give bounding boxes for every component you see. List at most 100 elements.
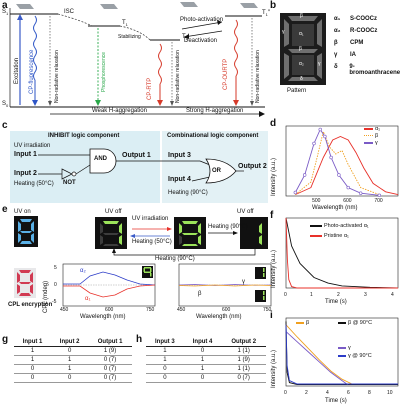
- cpl-gamma-label: γ: [242, 279, 245, 285]
- d-ylabel: Intensity (a.u.): [271, 157, 277, 196]
- series-point-2: [329, 155, 333, 160]
- cell-lower-right: γ: [318, 61, 321, 67]
- table-cell: 1 (9): [88, 346, 132, 356]
- i-xtick-6: 6: [347, 390, 350, 396]
- series-point-2: [312, 141, 316, 146]
- table-cell: 1: [51, 355, 89, 365]
- display-uv-on: [14, 216, 38, 247]
- series-point-2: [346, 185, 350, 190]
- uv-on-label: UV on: [14, 209, 31, 215]
- f-legend-swatch-photo: [310, 225, 322, 227]
- i-xtick-8: 8: [368, 390, 371, 396]
- panel-label-d: d: [270, 118, 277, 129]
- cpl2-xlabel: Wavelength (nm): [196, 314, 242, 320]
- table-cell: 1 (1): [221, 364, 266, 374]
- cell-upper-center: α₁: [299, 31, 304, 37]
- f-legend-photo: Photo-activated α₁: [310, 223, 369, 229]
- pattern-device: β γ α₁ β γ α₂ δ: [280, 13, 326, 85]
- heating90-label: Heating (90°C): [168, 190, 208, 196]
- t1-double-prime-label: T1″: [262, 10, 271, 18]
- cpl-ytick-neg5: -5: [52, 299, 57, 305]
- input3-label: Input 3: [168, 152, 191, 159]
- table-cell: 0: [14, 373, 52, 383]
- panel-label-a: a: [2, 0, 8, 11]
- non-radiative-label-1: Non-radiative relaxation: [54, 50, 60, 103]
- cpl1-xtick-450: 450: [60, 307, 69, 313]
- d-legend-swatch-beta: [364, 135, 373, 137]
- input1-label: Input 1: [14, 151, 37, 158]
- i-legend-swatch-gamma-90: [338, 355, 346, 357]
- f-xtick-3: 3: [364, 292, 367, 298]
- series-line-0: [285, 324, 354, 386]
- non-radiative-label-2: Non-radiative relaxation: [175, 50, 181, 103]
- digit-8-blue: [18, 219, 34, 244]
- table-cell: 0: [183, 373, 222, 383]
- digit-encrypted: [17, 270, 33, 296]
- column-header: Input 2: [51, 338, 89, 347]
- pattern-segments: [284, 16, 322, 81]
- phosphorescence-label: Phosphorescence: [101, 51, 107, 92]
- d-xlabel: Wavelength (nm): [312, 205, 358, 211]
- decay-chart-i: [285, 317, 399, 387]
- cpl2-xtick-600: 600: [222, 307, 231, 313]
- series-line-2: [285, 331, 348, 385]
- table-cell: 1: [146, 346, 184, 356]
- column-header: Input 1: [14, 338, 52, 347]
- inhibit-title: INHIBIT logic component: [48, 133, 120, 139]
- non-radiative-label-3: Non-radiative relaxation: [255, 50, 261, 103]
- uv-irradiation-arrow-label: UV irradiation: [132, 216, 169, 222]
- or-gate-label: OR: [212, 168, 221, 174]
- i-ylabel: Intensity (a.u.): [271, 349, 277, 388]
- column-header: Input 4: [183, 338, 222, 347]
- heating90-arrow-label-a: Heating (90°C): [208, 224, 248, 230]
- jablonski-diagram: [9, 2, 265, 117]
- return-arrow: [112, 248, 256, 256]
- i-legend-gamma: γ: [338, 345, 351, 351]
- f-legend-swatch-pristine: [310, 235, 322, 237]
- stabilizing-label: Stabilizing: [118, 34, 141, 40]
- panel-label-e: e: [2, 204, 8, 215]
- d-legend-swatch-gamma: [364, 142, 373, 144]
- heating90-arrow-label-b: Heating (90°C): [155, 256, 195, 262]
- not-gate-label: NOT: [63, 180, 76, 186]
- table-cell: 0: [183, 346, 222, 356]
- panel-label-f: f: [270, 210, 274, 221]
- series-line-0: [295, 136, 399, 196]
- cpl-ytick-5: 5: [54, 265, 57, 271]
- table-cell: 0: [14, 364, 52, 374]
- cpl-ylabel: CPL (mdeg): [43, 280, 49, 313]
- d-xtick: 500: [312, 198, 321, 204]
- cpl-beta-label: β: [198, 291, 202, 297]
- transition-arrows: [130, 227, 238, 238]
- excitation-label: Excitation: [14, 57, 20, 84]
- cpl-charts: [62, 263, 272, 307]
- uv-off-label-1: UV off: [105, 209, 122, 215]
- f-xtick-1: 1: [310, 292, 313, 298]
- plot-frame: [285, 317, 399, 387]
- series-line-1: [295, 130, 380, 196]
- panel-label-g: g: [2, 334, 9, 345]
- d-legend-swatch-alpha1: [364, 128, 373, 130]
- display-digit-9: [174, 217, 206, 249]
- f-xlabel: Time (s): [325, 299, 347, 305]
- cell-middle: β: [299, 46, 302, 52]
- column-header: Output 2: [221, 338, 266, 347]
- output1-label: Output 1: [122, 152, 151, 159]
- t1-label: T1: [122, 20, 128, 28]
- input2-label: Input 2: [14, 170, 37, 177]
- d-xtick: 700: [374, 198, 383, 204]
- emission-spectra-chart: [285, 125, 399, 198]
- weak-h-aggregation-label: Weak H-aggregation: [92, 108, 147, 114]
- panel-label-c: c: [2, 120, 8, 131]
- deactivation-label: Deactivation: [184, 38, 218, 44]
- plot-frame: [285, 125, 399, 197]
- series-point-2: [337, 173, 341, 177]
- f-ylabel: Intensity (a.u.): [271, 249, 277, 288]
- i-xtick-2: 2: [305, 390, 308, 396]
